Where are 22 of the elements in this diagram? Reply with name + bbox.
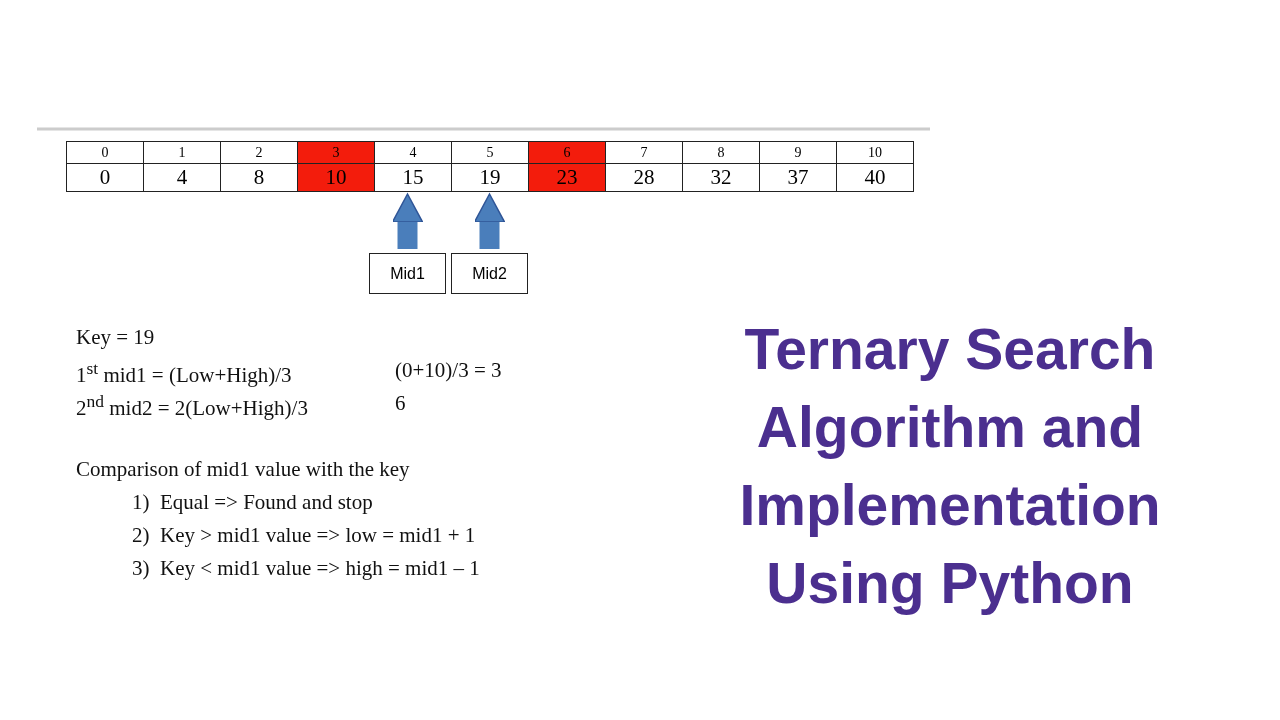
result-text: 6 [395,391,406,416]
note-text: Key = 19 [76,325,155,350]
result-text: (0+10)/3 = 3 [395,358,502,383]
title-text: Ternary Search Algorithm and Implementation Using Python [738,316,1162,617]
mid-label-box: Mid1 [369,253,446,294]
array-cell: 23 [528,163,606,192]
heading-text: Comparison of mid1 value with the key [76,457,410,482]
block-arrow [473,193,506,249]
block-arrow [391,193,424,249]
note-text: 1) Equal => Found and stop [132,490,373,515]
index-cell: 0 [66,141,144,164]
array-cell: 40 [836,163,914,192]
note-text: 3) Key < mid1 value => high = mid1 – 1 [132,556,480,581]
array-cell: 0 [66,163,144,192]
index-cell: 3 [297,141,375,164]
array-cell: 10 [297,163,375,192]
note-text: 2$^{nd}$ mid2 = 2(Low+High)/3 [76,391,308,421]
mid-label-box: Mid2 [451,253,528,294]
note-text: 1$^{st}$ mid1 = (Low+High)/3 [76,358,292,388]
index-cell: 6 [528,141,606,164]
index-cell: 10 [836,141,914,164]
note-text: 2) Key > mid1 value => low = mid1 + 1 [132,523,476,548]
